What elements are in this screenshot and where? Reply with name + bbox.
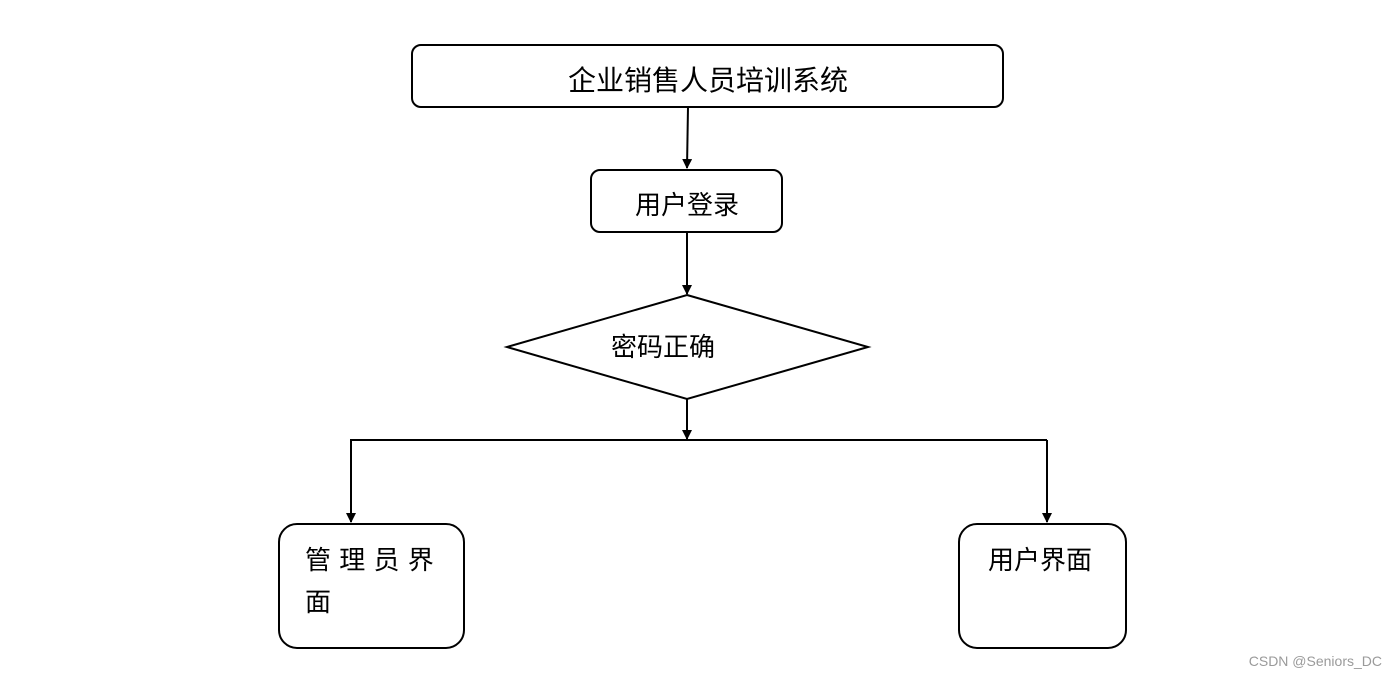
arrow-title-to-login [682, 106, 693, 169]
admin-node: 管 理 员 界 面 [278, 523, 465, 649]
login-label: 用户登录 [635, 191, 739, 221]
user-box [958, 523, 1127, 649]
title-box [411, 44, 1004, 108]
watermark-text: CSDN @Seniors_DC [1248, 653, 1382, 669]
admin-label-line1: 管 理 员 界 [305, 546, 434, 576]
user-node: 用户界面 [958, 523, 1127, 649]
decision-label: 密码正确 [611, 333, 715, 363]
title-label: 企业销售人员培训系统 [568, 64, 848, 97]
admin-box [278, 523, 465, 649]
decision-node: 密码正确 [503, 293, 872, 401]
admin-label-line2: 面 [305, 588, 331, 618]
login-node: 用户登录 [590, 169, 783, 233]
user-label: 用户界面 [988, 546, 1092, 576]
title-node: 企业销售人员培训系统 [411, 44, 1004, 108]
